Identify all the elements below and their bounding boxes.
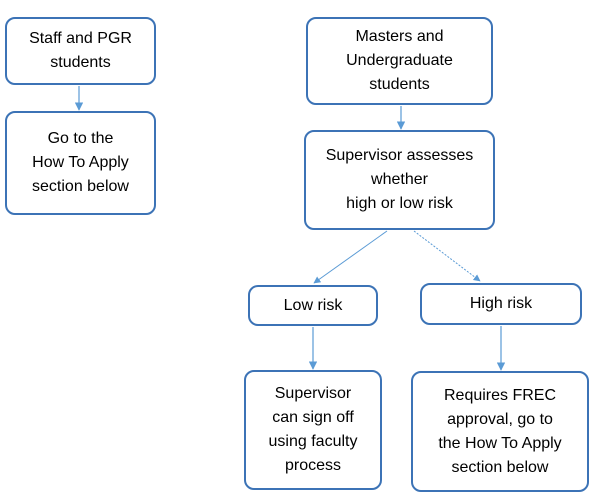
node-supervisor-assesses-risk: Supervisor assesses whether high or low … bbox=[304, 130, 495, 230]
node-supervisor-sign-off: Supervisor can sign off using faculty pr… bbox=[244, 370, 382, 490]
node-label: Go to the How To Apply section below bbox=[32, 130, 129, 195]
node-label: Masters and Undergraduate students bbox=[346, 28, 453, 93]
node-high-risk: High risk bbox=[420, 283, 582, 325]
node-label: High risk bbox=[469, 295, 533, 312]
node-requires-frec-approval: Requires FREC approval, go to the How To… bbox=[411, 371, 589, 492]
node-low-risk: Low risk bbox=[248, 285, 378, 326]
node-label: Supervisor can sign off using faculty pr… bbox=[268, 385, 358, 474]
node-go-to-how-to-apply: Go to the How To Apply section below bbox=[5, 111, 156, 215]
node-masters-undergraduate-students: Masters and Undergraduate students bbox=[306, 17, 493, 105]
arrow-assess-to-low bbox=[313, 230, 388, 284]
node-staff-pgr-students: Staff and PGR students bbox=[5, 17, 156, 85]
node-label: Requires FREC approval, go to the How To… bbox=[438, 386, 562, 476]
node-label: Staff and PGR students bbox=[29, 30, 132, 71]
node-label: Supervisor assesses whether high or low … bbox=[325, 147, 474, 212]
arrow-assess-to-high bbox=[413, 230, 481, 282]
node-label: Low risk bbox=[283, 296, 343, 314]
